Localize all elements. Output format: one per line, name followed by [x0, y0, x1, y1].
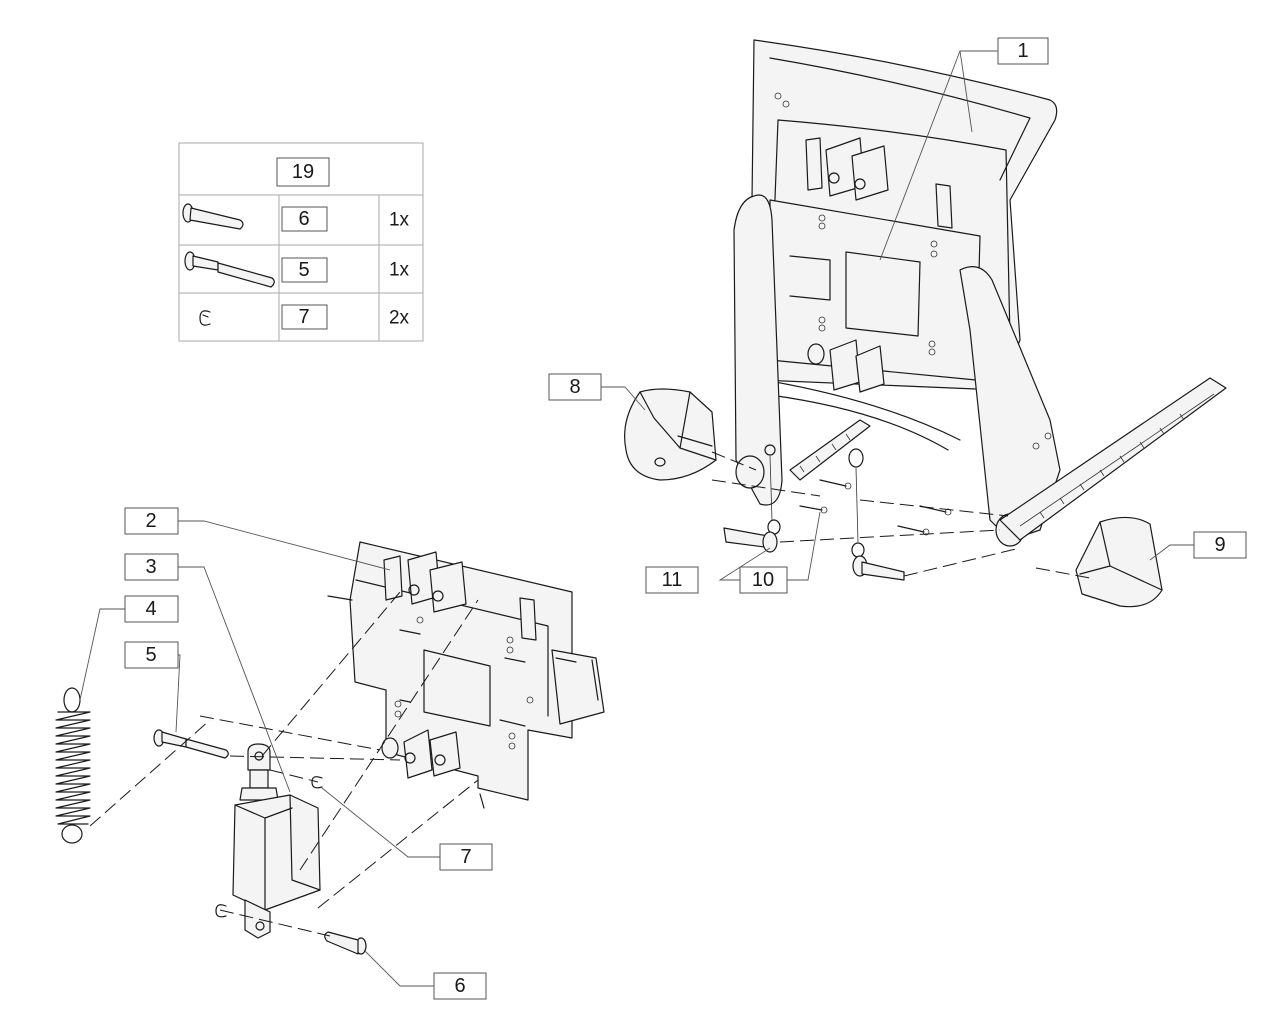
- kit-header-label: 19: [292, 161, 314, 183]
- callout-10: 10: [739, 566, 788, 594]
- callout-2: 2: [124, 507, 179, 535]
- leader-lines: [79, 50, 1194, 987]
- callout-4-label: 4: [145, 598, 156, 620]
- kit-row-3-qty: 2x: [389, 308, 410, 329]
- e-clip-icon: [199, 310, 211, 326]
- short-pin-icon: [182, 203, 244, 230]
- end-cap-left: [624, 388, 717, 481]
- tension-spring: [55, 687, 91, 844]
- kit-row-3-part: 7: [298, 306, 309, 328]
- callout-1-label: 1: [1017, 40, 1028, 62]
- callout-1: 1: [997, 37, 1049, 65]
- left-alignment-lines: [89, 591, 479, 937]
- end-cap-right: [1075, 516, 1163, 608]
- callout-6-label: 6: [454, 975, 465, 997]
- long-pin: [153, 729, 229, 759]
- right-alignment-lines: [711, 451, 1091, 579]
- kit-row-1-qty: 1x: [389, 210, 410, 231]
- lanyard-pin-left: [723, 444, 781, 553]
- callout-4: 4: [124, 595, 179, 623]
- callout-11: 11: [645, 566, 699, 594]
- kit-row-2-qty: 1x: [389, 260, 410, 281]
- kit-table: 19 6 1x 5 1x 7 2x: [178, 142, 424, 342]
- callout-11-label: 11: [662, 569, 683, 591]
- callout-6: 6: [433, 972, 487, 1000]
- mounting-plate: [327, 541, 605, 809]
- callout-7-label: 7: [460, 846, 471, 868]
- short-pin: [324, 931, 367, 955]
- long-pin-icon: [184, 251, 275, 288]
- callout-7: 7: [439, 843, 493, 871]
- callout-3-label: 3: [145, 556, 156, 578]
- callout-9: 9: [1193, 531, 1247, 559]
- ladder-rail: [789, 377, 1227, 541]
- callout-5: 5: [124, 641, 179, 669]
- callout-8: 8: [548, 373, 602, 401]
- small-bolts: [799, 479, 952, 536]
- callout-9-label: 9: [1214, 534, 1225, 556]
- callout-5-label: 5: [145, 644, 156, 666]
- kit-row-1-part: 6: [298, 208, 309, 230]
- callout-3: 3: [124, 553, 179, 581]
- lanyard-pin-right: [848, 448, 905, 581]
- callout-10-label: 10: [752, 569, 774, 591]
- callout-2-label: 2: [145, 510, 156, 532]
- callout-8-label: 8: [569, 376, 580, 398]
- kit-row-2-part: 5: [298, 259, 309, 281]
- e-clip-upper: [311, 776, 323, 789]
- kit-header-box: 19: [276, 157, 330, 187]
- backrest-frame: [733, 39, 1061, 547]
- e-clip-lower: [215, 904, 227, 918]
- linear-actuator: [232, 743, 321, 939]
